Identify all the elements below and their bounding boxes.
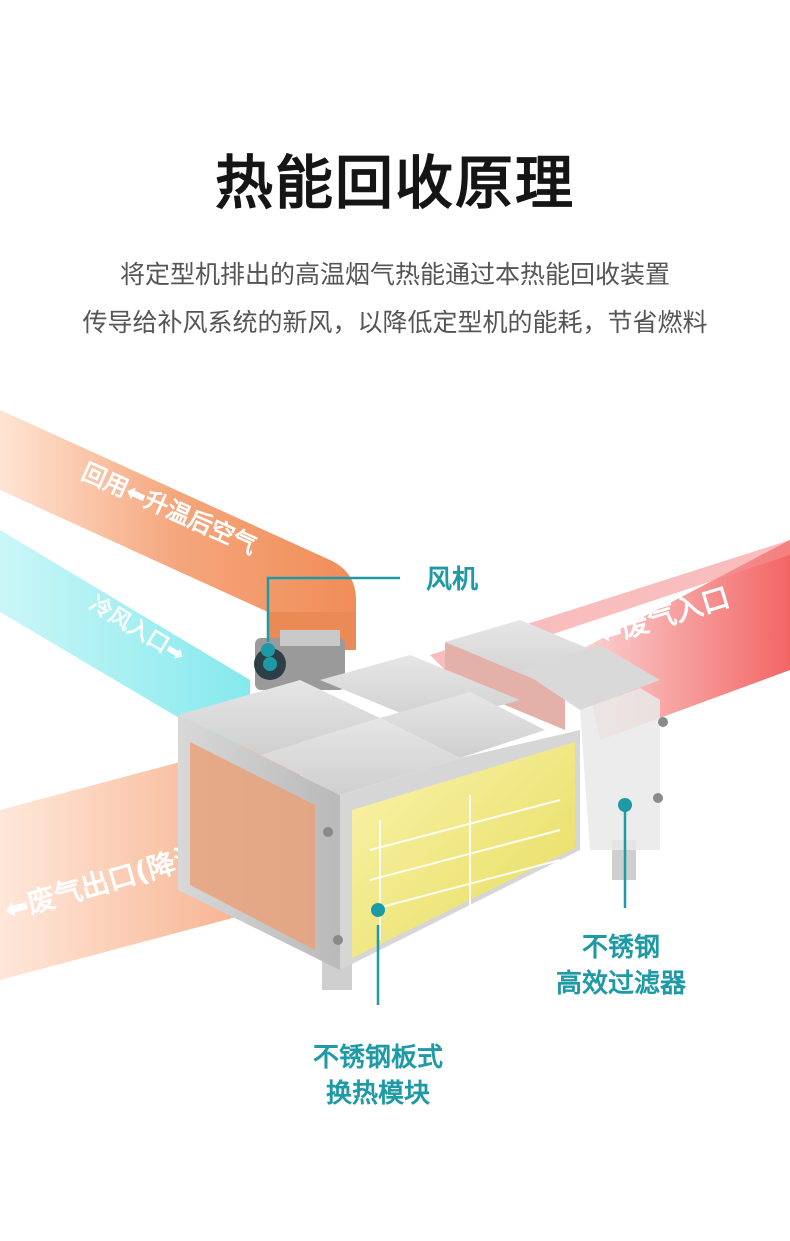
filter-callout-line2: 高效过滤器 [555,969,686,999]
filter-callout-line1: 不锈钢 [581,933,660,963]
page-title: 热能回收原理 [214,149,575,217]
heat-exchanger-unit [178,620,668,990]
callout-leaders [266,576,627,1005]
exchanger-callout-line1: 不锈钢板式 [312,1043,443,1073]
heat-recovery-diagram: 回用⬅升温后空气 冷风入口➡ ⬅废气入口 ⬅废气出口(降温后) [0,380,790,1200]
fan-callout: 风机 [426,565,479,595]
filter-callout: 不锈钢 高效过滤器 [546,930,696,1002]
filter-callout-dot [618,798,632,812]
fan-motor [254,630,345,690]
description-line-2: 传导给补风系统的新风，以降低定型机的能耗，节省燃料 [82,308,708,337]
exchanger-callout-dot [371,903,385,917]
description-line-1: 将定型机排出的高温烟气热能通过本热能回收装置 [119,260,670,289]
exchanger-callout: 不锈钢板式 换热模块 [298,1040,458,1112]
fan-callout-dot [261,643,275,657]
diagram-illustration: 回用⬅升温后空气 冷风入口➡ ⬅废气入口 ⬅废气出口(降温后) [0,410,790,1005]
exchanger-callout-line2: 换热模块 [325,1079,430,1109]
